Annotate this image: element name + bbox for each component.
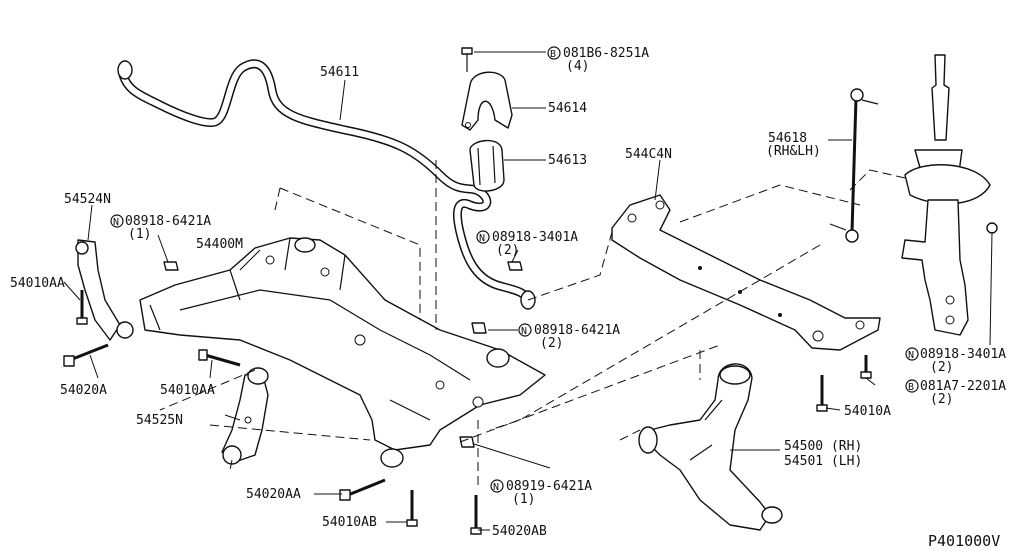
label-08918-3401A-right: 08918-3401A [920,347,1006,362]
label-54618-note: (RH&LH) [766,144,821,159]
label-54020A: 54020A [60,383,107,398]
label-08919-6421A: 08919-6421A [506,479,592,494]
label-54525N: 54525N [136,413,183,428]
assembly-lines [159,160,906,490]
svg-text:N: N [113,217,119,228]
nut-08918-6421A-a[interactable] [163,261,179,271]
label-54611: 54611 [320,65,359,80]
label-08918-6421A-a-qty: (1) [128,227,151,242]
label-081B6-8251A: 081B6-8251A [563,46,649,61]
svg-text:B: B [550,49,556,60]
strut-assembly[interactable] [901,54,998,336]
label-544C4N: 544C4N [625,147,672,162]
svg-text:B: B [908,382,914,393]
label-08918-6421A-b: 08918-6421A [534,323,620,338]
label-54020AB: 54020AB [492,524,547,539]
label-081A7-2201A: 081A7-2201A [920,379,1006,394]
label-08918-3401A-mid: 08918-3401A [492,230,578,245]
label-54501: 54501 (LH) [784,454,862,469]
bolt-54010AA-left[interactable] [76,290,88,325]
label-08918-6421A-a: 08918-6421A [125,214,211,229]
nut-08919-6421A[interactable] [459,436,475,448]
bushing-bolt[interactable] [461,47,473,72]
label-54524N: 54524N [64,192,111,207]
bolt-54010AB[interactable] [406,490,418,527]
label-081B6-8251A-qty: (4) [566,59,589,74]
svg-text:N: N [493,482,499,493]
label-08918-3401A-mid-qty: (2) [496,243,519,258]
bushing-clamp[interactable] [461,71,513,131]
marker-b-top: B [547,46,561,60]
label-54618: 54618 [768,131,807,146]
marker-n-1: N [110,214,124,228]
label-08918-3401A-right-qty: (2) [930,360,953,375]
label-54010AB: 54010AB [322,515,377,530]
svg-text:N: N [479,233,485,244]
front-subframe[interactable] [139,237,546,468]
bolt-54020AB[interactable] [470,495,482,535]
member-stay[interactable] [611,194,881,351]
marker-n-3: N [518,323,532,337]
marker-n-4: N [905,347,919,361]
bolt-54020A[interactable] [63,343,109,367]
label-081A7-2201A-qty: (2) [930,392,953,407]
label-08918-6421A-b-qty: (2) [540,336,563,351]
label-08919-6421A-qty: (1) [512,492,535,507]
svg-text:N: N [908,350,914,361]
marker-n-5: N [490,479,504,493]
label-54614: 54614 [548,101,587,116]
bolt-54010A[interactable] [816,375,828,412]
label-54010AA-mid: 54010AA [160,383,215,398]
part-labels: 54611 54614 54613 B 081B6-8251A (4) 544C… [10,46,1006,550]
stabilizer-bushing[interactable] [469,139,505,192]
lower-link-54525N[interactable] [221,367,269,465]
bolt-54010AA-mid[interactable] [198,349,241,367]
bolt-54020AA[interactable] [339,478,386,501]
marker-n-2: N [476,230,490,244]
label-54400M: 54400M [196,237,243,252]
label-54020AA: 54020AA [246,487,301,502]
svg-text:N: N [521,326,527,337]
label-54500: 54500 (RH) [784,439,862,454]
diagram-code: P401000V [928,532,1000,550]
lower-link-54524N[interactable] [75,239,134,341]
label-54010A: 54010A [844,404,891,419]
marker-b-2: B [905,379,919,393]
leader-lines [63,51,993,531]
lower-arm-right[interactable] [638,363,783,531]
label-54613: 54613 [548,153,587,168]
label-54010AA-left: 54010AA [10,276,65,291]
bolt-081A7-2201A[interactable] [860,355,872,379]
nut-08918-3401A-mid[interactable] [507,261,523,271]
stabilizer-link-rod[interactable] [829,88,879,243]
nut-08918-6421A-b[interactable] [471,322,487,334]
